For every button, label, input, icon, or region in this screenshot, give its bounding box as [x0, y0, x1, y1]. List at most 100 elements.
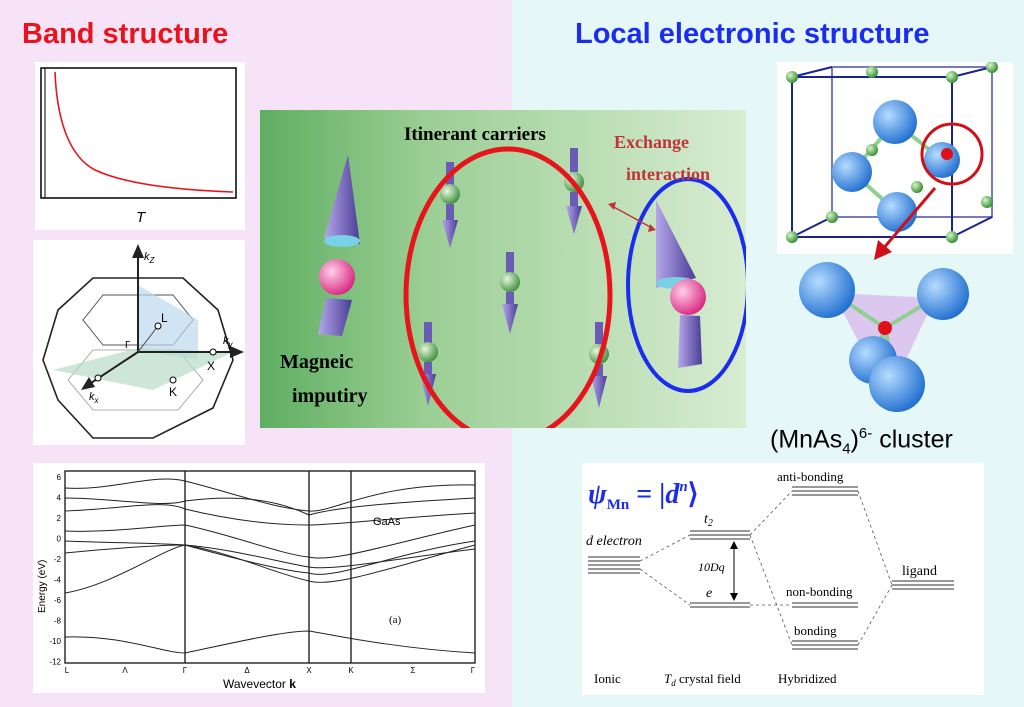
kz-arrow — [132, 244, 144, 258]
cluster-suffix: cluster — [872, 425, 953, 454]
l-label: L — [161, 311, 168, 325]
exchange-arrow — [611, 205, 653, 229]
e-label: e — [706, 586, 712, 601]
d-electron-text: d electron — [586, 534, 642, 549]
as-ligand-4 — [869, 356, 925, 412]
x-tick-label: L — [65, 666, 70, 675]
t-label: T — [136, 209, 147, 226]
psi-equals: = | — [629, 479, 665, 510]
ga-atom-i — [981, 196, 993, 208]
cluster-prefix: (MnAs — [770, 425, 843, 454]
kx-arrow — [81, 377, 95, 390]
cluster-label: (MnAs4)6- cluster — [770, 425, 953, 457]
svg-text:kx: kx — [89, 391, 100, 405]
kz-subscript: Z — [149, 256, 156, 265]
kx-subscript: x — [94, 396, 100, 405]
td-field-label: Td crystal field — [664, 671, 741, 688]
10dq-label: 10Dq — [698, 560, 725, 574]
svg-text:ky: ky — [223, 335, 234, 349]
k-point — [169, 376, 177, 384]
psi-n: n — [679, 479, 687, 495]
x-tick-label: Δ — [244, 666, 250, 675]
bonding-label: bonding — [794, 623, 837, 638]
exchange-interaction-illustration: Itinerant carriers Exchange interaction … — [260, 110, 750, 444]
dq-arrowhead-bottom — [730, 593, 738, 601]
cluster-close: ) — [850, 425, 859, 454]
x-tick-label: X — [306, 666, 312, 675]
energy-axis-label: Energy (eV) — [37, 560, 48, 613]
anti-bonding-label: anti-bonding — [777, 469, 844, 484]
exchange-label-1: Exchange — [614, 132, 689, 152]
psi-subscript: Mn — [607, 497, 630, 513]
ga-atom-b — [946, 71, 958, 83]
ligand-label: ligand — [902, 564, 937, 579]
correlation-lines — [639, 490, 893, 646]
x-tick-label: K — [348, 666, 354, 675]
molecular-orbital-diagram: ψMn = |dn⟩ anti-bonding t2 d electron 10… — [582, 463, 984, 695]
t2-subscript: 2 — [708, 518, 713, 529]
y-tick-label: 6 — [57, 473, 62, 482]
ga-atom-e — [946, 231, 958, 243]
psi-d: d — [665, 479, 680, 510]
panel-label: (a) — [389, 614, 402, 626]
zoom-arrow — [874, 187, 937, 260]
resistivity-plot: ρ T — [10, 62, 245, 230]
ga-atom-c — [866, 66, 878, 78]
gamma-l-line — [137, 325, 159, 353]
t2-letter: t — [704, 512, 709, 527]
levels — [588, 486, 954, 650]
exchange-arrowhead-a — [608, 202, 616, 210]
mn-center — [878, 321, 892, 335]
resistivity-curve — [54, 71, 234, 193]
ga-atom-j — [826, 211, 838, 223]
exchange-label-2: interaction — [626, 164, 710, 184]
magneic-label-2: imputiry — [292, 385, 368, 407]
psi-symbol: ψ — [588, 479, 607, 510]
td-letter: T — [664, 671, 672, 686]
ky-arrow — [230, 346, 244, 358]
hybridized-label: Hybridized — [778, 671, 837, 686]
brillouin-zone-diagram: kZ ky kx L Γ K X — [33, 240, 245, 445]
kx-point — [94, 374, 102, 382]
cluster-subscript: 4 — [842, 440, 851, 458]
y-tick-label: -10 — [49, 637, 61, 646]
local-structure-title: Local electronic structure — [575, 18, 930, 50]
ga-atom-a — [786, 71, 798, 83]
mn-atom — [941, 148, 953, 160]
ga-atom-d — [786, 231, 798, 243]
gamma-label: Γ — [125, 340, 131, 351]
material-label: GaAs — [373, 516, 401, 528]
y-tick-label: -4 — [54, 576, 62, 585]
dq-arrowhead-top — [730, 541, 738, 549]
as-atom-1 — [873, 100, 917, 144]
k-label: K — [169, 385, 177, 399]
td-subscript: d — [671, 678, 676, 688]
ky-subscript: y — [228, 340, 234, 349]
magnetic-impurity-right — [656, 200, 706, 368]
x-point — [209, 348, 217, 356]
y-tick-label: -2 — [54, 555, 62, 564]
mn-highlight-circle — [920, 122, 984, 186]
zone-outline — [42, 277, 234, 439]
y-tick-label: -6 — [54, 596, 62, 605]
x-tick-label: Γ — [471, 666, 476, 675]
magneic-label-1: Magneic — [280, 351, 353, 373]
svg-text:kZ: kZ — [144, 251, 156, 265]
d-electron-label: d electron — [586, 534, 642, 549]
x-label: X — [207, 359, 215, 373]
l-point — [154, 322, 162, 330]
y-tick-label: -12 — [49, 658, 61, 667]
as-ligand-2 — [917, 268, 969, 320]
svg-text:Wavevector k: Wavevector k — [223, 677, 296, 691]
plane-green — [53, 348, 233, 390]
magnetic-impurity-left — [318, 155, 360, 336]
y-tick-label: -8 — [54, 617, 62, 626]
td-rest: crystal field — [676, 671, 741, 686]
wavevector-label: Wavevector — [223, 677, 286, 691]
y-tick-label: 2 — [57, 514, 62, 523]
t2-label: t2 — [704, 512, 713, 529]
crystal-structure — [777, 61, 1013, 254]
